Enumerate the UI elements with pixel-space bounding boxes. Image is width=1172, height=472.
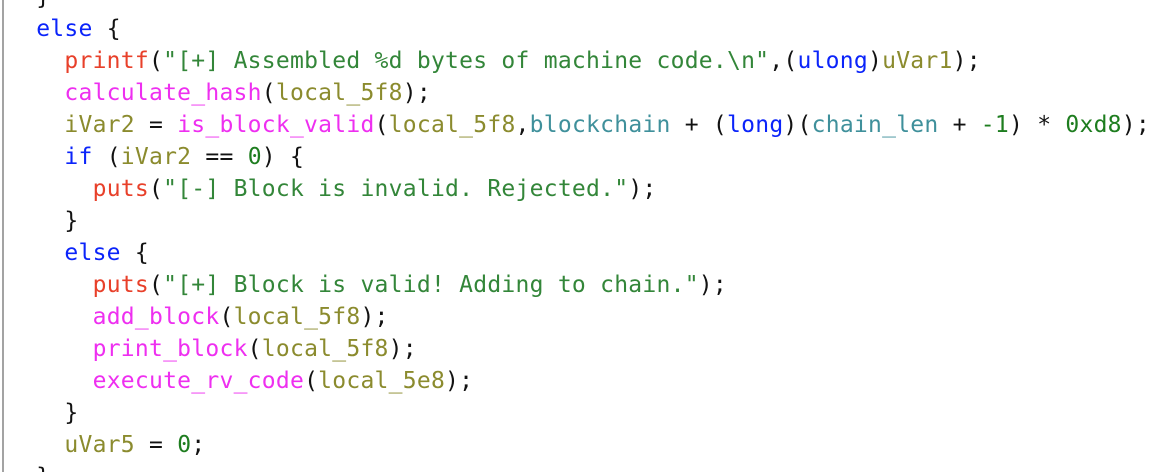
token-plain: ( bbox=[261, 80, 276, 106]
code-line[interactable]: } bbox=[8, 205, 1150, 237]
token-plain: ); bbox=[388, 336, 417, 362]
token-extern-function[interactable]: printf bbox=[64, 48, 149, 74]
code-line[interactable]: puts("[+] Block is valid! Adding to chai… bbox=[8, 269, 1150, 301]
token-plain: ); bbox=[628, 176, 657, 202]
code-line[interactable]: } bbox=[8, 461, 1150, 472]
token-variable[interactable]: iVar2 bbox=[120, 144, 192, 170]
token-plain bbox=[8, 272, 93, 298]
token-plain bbox=[8, 176, 93, 202]
token-plain: ( bbox=[148, 176, 164, 202]
token-string[interactable]: "[-] Block is invalid. Rejected." bbox=[163, 176, 629, 202]
token-plain: ( bbox=[304, 368, 319, 394]
token-plain bbox=[8, 112, 64, 138]
token-variable[interactable]: local_5f8 bbox=[388, 112, 516, 138]
code-line[interactable]: else { bbox=[8, 237, 1150, 269]
token-plain: + bbox=[938, 112, 981, 138]
code-line[interactable]: if (iVar2 == 0) { bbox=[8, 141, 1150, 173]
code-line[interactable]: iVar2 = is_block_valid(local_5f8,blockch… bbox=[8, 109, 1150, 141]
code-line[interactable]: print_block(local_5f8); bbox=[8, 333, 1150, 365]
token-function[interactable]: calculate_hash bbox=[64, 80, 262, 106]
token-plain: { bbox=[120, 240, 149, 266]
token-variable[interactable]: uVar1 bbox=[882, 48, 953, 74]
code-line[interactable]: uVar5 = 0; bbox=[8, 429, 1150, 461]
token-plain: ( bbox=[247, 336, 262, 362]
token-function[interactable]: add_block bbox=[92, 304, 220, 330]
token-plain: ( bbox=[148, 48, 164, 74]
token-plain: ( bbox=[148, 272, 164, 298]
token-plain bbox=[8, 336, 93, 362]
token-plain: == bbox=[191, 144, 248, 170]
token-plain: ); bbox=[1121, 112, 1150, 138]
code-line[interactable]: else { bbox=[8, 13, 1150, 45]
token-number[interactable]: 0 bbox=[177, 432, 192, 458]
code-line[interactable]: execute_rv_code(local_5e8); bbox=[8, 365, 1150, 397]
token-plain bbox=[8, 16, 36, 42]
token-keyword[interactable]: if bbox=[64, 144, 93, 170]
code-line[interactable]: add_block(local_5f8); bbox=[8, 301, 1150, 333]
token-variable[interactable]: local_5f8 bbox=[233, 304, 361, 330]
token-plain: ); bbox=[360, 304, 389, 330]
token-variable[interactable]: local_5f8 bbox=[261, 336, 389, 362]
token-plain: ); bbox=[402, 80, 431, 106]
token-global[interactable]: chain_len bbox=[811, 112, 939, 138]
token-plain: )( bbox=[783, 112, 812, 138]
token-function[interactable]: print_block bbox=[92, 336, 248, 362]
token-plain: , bbox=[515, 112, 530, 138]
token-plain: = bbox=[134, 112, 178, 138]
code-line[interactable]: puts("[-] Block is invalid. Rejected."); bbox=[8, 173, 1150, 205]
code-line[interactable]: } bbox=[8, 0, 1150, 13]
token-plain bbox=[8, 368, 93, 394]
token-plain bbox=[8, 80, 64, 106]
token-global[interactable]: blockchain bbox=[529, 112, 671, 138]
token-plain bbox=[8, 432, 64, 458]
token-variable[interactable]: uVar5 bbox=[64, 432, 135, 458]
token-function[interactable]: is_block_valid bbox=[177, 112, 375, 138]
token-plain: ) bbox=[867, 48, 883, 74]
token-number[interactable]: -1 bbox=[980, 112, 1009, 138]
token-plain: ); bbox=[445, 368, 474, 394]
token-plain: } bbox=[8, 0, 50, 10]
token-plain: ,( bbox=[769, 48, 798, 74]
token-string[interactable]: "[+] Block is valid! Adding to chain." bbox=[163, 272, 699, 298]
token-plain: ) * bbox=[1009, 112, 1066, 138]
code-line[interactable]: calculate_hash(local_5f8); bbox=[8, 77, 1150, 109]
token-keyword[interactable]: ulong bbox=[797, 48, 868, 74]
token-plain: ( bbox=[219, 304, 234, 330]
decompiler-code[interactable]: } else { printf("[+] Assembled %d bytes … bbox=[8, 0, 1150, 472]
token-extern-function[interactable]: puts bbox=[92, 176, 149, 202]
token-keyword[interactable]: else bbox=[64, 240, 121, 266]
panel-left-border bbox=[2, 0, 4, 472]
token-string[interactable]: "[+] Assembled %d bytes of machine code.… bbox=[163, 48, 770, 74]
token-plain: } bbox=[8, 400, 79, 426]
token-plain: { bbox=[92, 16, 121, 42]
token-plain: + ( bbox=[670, 112, 728, 138]
token-variable[interactable]: local_5e8 bbox=[318, 368, 446, 394]
token-plain: ); bbox=[698, 272, 727, 298]
token-plain bbox=[8, 304, 93, 330]
token-plain: ( bbox=[92, 144, 121, 170]
token-plain: = bbox=[134, 432, 178, 458]
token-plain bbox=[8, 48, 64, 74]
token-keyword[interactable]: else bbox=[36, 16, 93, 42]
token-plain: } bbox=[8, 464, 50, 472]
token-extern-function[interactable]: puts bbox=[92, 272, 149, 298]
token-plain bbox=[8, 144, 64, 170]
token-plain bbox=[8, 240, 64, 266]
token-variable[interactable]: local_5f8 bbox=[275, 80, 403, 106]
code-line[interactable]: printf("[+] Assembled %d bytes of machin… bbox=[8, 45, 1150, 77]
token-number[interactable]: 0 bbox=[247, 144, 262, 170]
code-line[interactable]: } bbox=[8, 397, 1150, 429]
token-plain: ) { bbox=[261, 144, 305, 170]
token-plain: } bbox=[8, 208, 79, 234]
token-function[interactable]: execute_rv_code bbox=[92, 368, 305, 394]
token-plain: ( bbox=[374, 112, 389, 138]
token-keyword[interactable]: long bbox=[727, 112, 784, 138]
token-variable[interactable]: iVar2 bbox=[64, 112, 135, 138]
token-number[interactable]: 0xd8 bbox=[1065, 112, 1122, 138]
token-plain: ; bbox=[191, 432, 206, 458]
token-plain: ); bbox=[952, 48, 981, 74]
